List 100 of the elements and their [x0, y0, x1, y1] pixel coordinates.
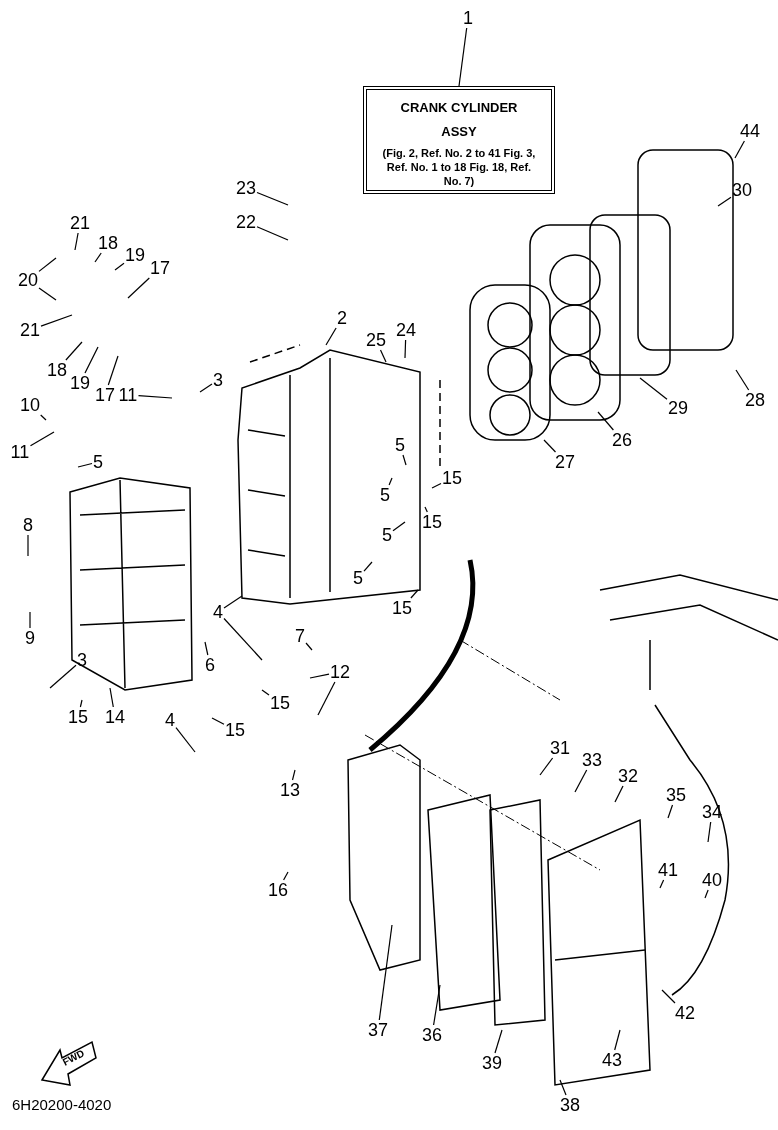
- callout-number: 28: [745, 391, 766, 409]
- leader-line: [38, 287, 57, 301]
- leader-line: [256, 191, 289, 206]
- callout-number: 21: [20, 321, 41, 339]
- callout-number: 15: [392, 599, 413, 617]
- leader-line: [494, 1029, 503, 1054]
- leader-line: [543, 439, 557, 453]
- leader-line: [614, 785, 624, 803]
- leader-line: [404, 339, 407, 359]
- leader-line: [433, 984, 441, 1026]
- part-number-note: 6H20200-4020: [12, 1096, 112, 1113]
- callout-number: 15: [68, 708, 89, 726]
- callout-number: 12: [330, 663, 351, 681]
- callout-number: 42: [675, 1004, 696, 1022]
- callout-number: 6: [205, 656, 215, 674]
- callout-number: 26: [612, 431, 633, 449]
- callout-number: 10: [20, 396, 41, 414]
- callout-number: 43: [602, 1051, 623, 1069]
- leader-line: [49, 664, 77, 689]
- leader-line: [211, 717, 225, 725]
- callout-number: 23: [236, 179, 257, 197]
- leader-line: [388, 477, 393, 486]
- callout-number: 4: [213, 603, 223, 621]
- callout-number: 22: [236, 213, 257, 231]
- leader-line: [137, 395, 173, 399]
- leader-line: [84, 346, 99, 374]
- leader-line: [539, 757, 554, 776]
- leader-line: [410, 589, 419, 599]
- callout-number: 19: [125, 246, 146, 264]
- callout-number: 19: [70, 374, 91, 392]
- leader-line: [717, 196, 732, 207]
- leader-line: [734, 140, 745, 159]
- callout-number: 14: [105, 708, 126, 726]
- callout-number: 4: [165, 711, 175, 729]
- callout-number: 21: [70, 214, 91, 232]
- leader-line: [317, 681, 336, 716]
- leader-line: [38, 257, 57, 272]
- callout-number: 5: [380, 486, 390, 504]
- leader-line: [325, 327, 337, 346]
- leader-line: [74, 232, 79, 251]
- leader-line: [363, 561, 373, 572]
- leader-line: [109, 687, 114, 708]
- callout-number: 33: [582, 751, 603, 769]
- callout-number: 18: [47, 361, 68, 379]
- callout-number: 18: [98, 234, 119, 252]
- callout-number: 32: [618, 767, 639, 785]
- callout-number: 9: [25, 629, 35, 647]
- leader-line: [77, 462, 93, 468]
- leader-line: [597, 411, 614, 431]
- leader-line: [256, 226, 289, 241]
- callout-number: 5: [93, 453, 103, 471]
- leader-line: [707, 821, 712, 843]
- callout-number: 16: [268, 881, 289, 899]
- leader-line: [223, 617, 263, 661]
- leader-line: [392, 521, 406, 532]
- callout-number: 2: [337, 309, 347, 327]
- leader-line: [65, 341, 83, 361]
- callout-number: 41: [658, 861, 679, 879]
- callout-number: 39: [482, 1054, 503, 1072]
- callout-number: 17: [150, 259, 171, 277]
- callout-number: 15: [270, 694, 291, 712]
- callout-number: 15: [442, 469, 463, 487]
- leader-line: [127, 277, 150, 299]
- assembly-title: CRANK CYLINDER ASSY: [399, 99, 519, 141]
- leader-line: [79, 699, 83, 708]
- leader-line: [175, 727, 196, 753]
- callout-number: 24: [396, 321, 417, 339]
- leader-line: [735, 369, 750, 391]
- leader-line: [614, 1029, 621, 1051]
- callout-number: 29: [668, 399, 689, 417]
- leader-line: [431, 482, 442, 489]
- leader-line: [291, 769, 296, 781]
- leader-line: [223, 595, 243, 609]
- leader-line: [458, 27, 468, 87]
- reference-note: (Fig. 2, Ref. No. 2 to 41 Fig. 3, Ref. No. 1 to 18 Fig. 18, Ref. No. 7): [381, 146, 537, 188]
- leader-line: [199, 383, 213, 393]
- callout-number: 40: [702, 871, 723, 889]
- direction-label: FWD: [60, 1047, 87, 1068]
- leader-line: [40, 314, 73, 327]
- leader-line: [704, 889, 709, 899]
- leader-line: [107, 355, 119, 386]
- callout-number: 8: [23, 516, 33, 534]
- callout-number: 15: [225, 721, 246, 739]
- callout-number: 7: [295, 627, 305, 645]
- callout-number: 44: [740, 122, 761, 140]
- title-panel: [363, 86, 555, 194]
- leader-line: [659, 879, 665, 889]
- callout-number: 20: [18, 271, 39, 289]
- leader-line: [114, 262, 125, 271]
- leader-line: [378, 924, 393, 1021]
- leader-line: [29, 431, 55, 447]
- leader-line: [27, 534, 29, 557]
- leader-line: [379, 349, 387, 363]
- callout-number: 17: [95, 386, 116, 404]
- leader-line: [667, 804, 674, 819]
- leader-line: [305, 642, 313, 651]
- callout-number: 5: [395, 436, 405, 454]
- callout-number: 31: [550, 739, 571, 757]
- leader-line: [29, 611, 31, 629]
- leader-line: [309, 673, 330, 679]
